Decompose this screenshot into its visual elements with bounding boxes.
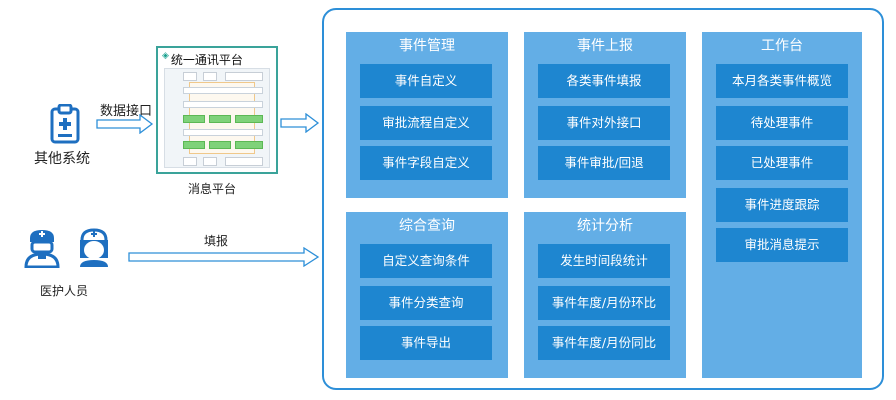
clipboard-medical-icon bbox=[50, 104, 80, 144]
panel-statistical-analysis: 统计分析 发生时间段统计 事件年度/月份环比 事件年度/月份同比 bbox=[524, 212, 686, 378]
btn-monthly-overview[interactable]: 本月各类事件概览 bbox=[716, 64, 848, 98]
mini-box bbox=[203, 72, 217, 81]
mini-block bbox=[209, 141, 231, 149]
nurse-icon bbox=[80, 228, 108, 267]
report-label: 填报 bbox=[204, 234, 229, 248]
mini-box bbox=[225, 72, 263, 81]
btn-yoy-comparison[interactable]: 事件年度/月份同比 bbox=[538, 326, 670, 360]
btn-event-fill[interactable]: 各类事件填报 bbox=[538, 64, 670, 98]
btn-event-export[interactable]: 事件导出 bbox=[360, 326, 492, 360]
platform-title-text: 统一通讯平台 bbox=[170, 53, 243, 67]
panel-title: 事件管理 bbox=[399, 38, 455, 54]
panel-title: 统计分析 bbox=[577, 218, 633, 234]
mini-block bbox=[183, 115, 205, 123]
btn-event-external-api[interactable]: 事件对外接口 bbox=[538, 106, 670, 140]
panel-comprehensive-query: 综合查询 自定义查询条件 事件分类查询 事件导出 bbox=[346, 212, 508, 378]
panel-event-management: 事件管理 事件自定义 审批流程自定义 事件字段自定义 bbox=[346, 32, 508, 198]
doctor-icon bbox=[24, 230, 60, 268]
arrow-to-main bbox=[280, 113, 320, 133]
mini-block bbox=[209, 115, 231, 123]
panel-title: 综合查询 bbox=[399, 218, 455, 234]
mini-box bbox=[183, 72, 197, 81]
mini-row bbox=[183, 129, 263, 136]
btn-event-category-query[interactable]: 事件分类查询 bbox=[360, 286, 492, 320]
data-interface-label: 数据接口 bbox=[100, 104, 153, 119]
mini-row bbox=[183, 101, 263, 108]
btn-event-customize[interactable]: 事件自定义 bbox=[360, 64, 492, 98]
mini-block bbox=[183, 141, 205, 149]
mini-box bbox=[203, 157, 217, 166]
medical-staff-label: 医护人员 bbox=[40, 284, 89, 298]
mini-box bbox=[183, 157, 197, 166]
btn-time-period-stats[interactable]: 发生时间段统计 bbox=[538, 244, 670, 278]
btn-pending-events[interactable]: 待处理事件 bbox=[716, 106, 848, 140]
btn-custom-query-conditions[interactable]: 自定义查询条件 bbox=[360, 244, 492, 278]
platform-logo-icon: ◈ bbox=[162, 51, 169, 61]
platform-title: ◈统一通讯平台 bbox=[162, 51, 243, 68]
panel-event-report: 事件上报 各类事件填报 事件对外接口 事件审批/回退 bbox=[524, 32, 686, 198]
btn-processed-events[interactable]: 已处理事件 bbox=[716, 146, 848, 180]
panel-title: 事件上报 bbox=[577, 38, 633, 54]
btn-event-approve-return[interactable]: 事件审批/回退 bbox=[538, 146, 670, 180]
other-system-label: 其他系统 bbox=[34, 151, 90, 167]
btn-approval-flow-customize[interactable]: 审批流程自定义 bbox=[360, 106, 492, 140]
panel-title: 工作台 bbox=[761, 38, 803, 54]
mini-block bbox=[235, 115, 263, 123]
mini-block bbox=[235, 141, 263, 149]
btn-event-field-customize[interactable]: 事件字段自定义 bbox=[360, 146, 492, 180]
panel-workbench: 工作台 本月各类事件概览 待处理事件 已处理事件 事件进度跟踪 审批消息提示 bbox=[702, 32, 862, 378]
mini-row bbox=[183, 87, 263, 94]
platform-architecture-thumbnail bbox=[164, 68, 270, 168]
btn-mom-comparison[interactable]: 事件年度/月份环比 bbox=[538, 286, 670, 320]
platform-caption: 消息平台 bbox=[188, 182, 237, 196]
arrow-report-to-main bbox=[128, 247, 320, 267]
unified-communication-platform: ◈统一通讯平台 bbox=[156, 46, 278, 174]
btn-progress-tracking[interactable]: 事件进度跟踪 bbox=[716, 188, 848, 222]
mini-box bbox=[225, 157, 263, 166]
btn-approval-notifications[interactable]: 审批消息提示 bbox=[716, 228, 848, 262]
arrow-to-platform bbox=[96, 114, 154, 134]
